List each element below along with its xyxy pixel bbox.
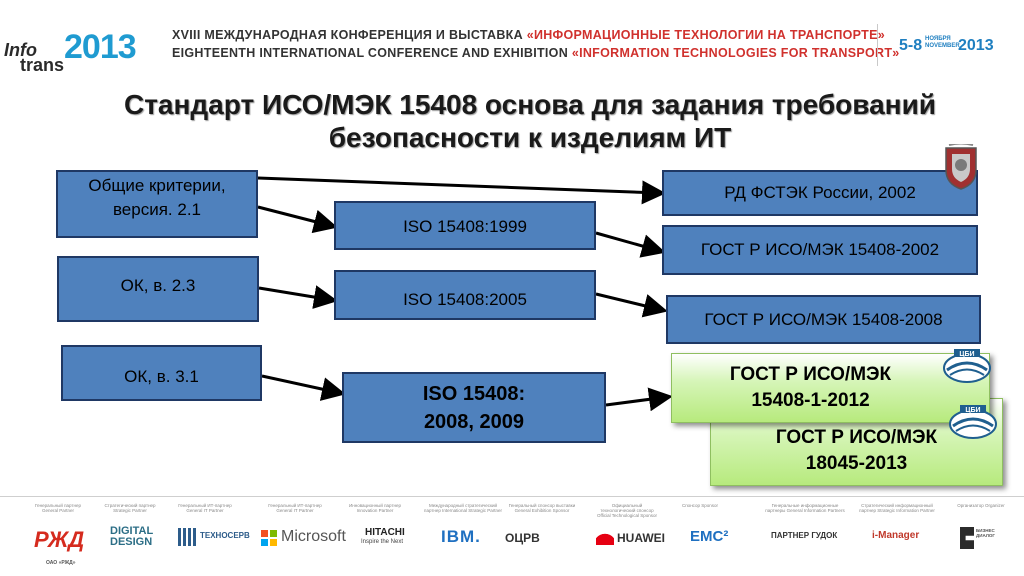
box-gost-18045-line1: ГОСТ Р ИСО/МЭК [775,427,938,448]
sponsor-technoserv-logo: ТЕХНОСЕРВ [200,531,250,540]
date-month: НОЯБРЯ NOVEMBER [925,36,960,50]
box-gost-2012-line2: 15408-1-2012 [751,390,870,411]
box-iso-2008-line2: 2008, 2009 [423,410,525,433]
box-iso-2008-line1: ISO 15408: [422,382,526,405]
cbi-emblem-icon-2: ЦБИ [949,405,997,439]
box-ok-31-label: ОК, в. 3.1 [124,367,199,386]
header-title-ru-accent: «ИНФОРМАЦИОННЫЕ ТЕХНОЛОГИИ НА ТРАНСПОРТЕ… [526,28,885,42]
header-title-ru-main: XVIII МЕЖДУНАРОДНАЯ КОНФЕРЕНЦИЯ И ВЫСТАВ… [172,28,527,42]
header-title-en-main: EIGHTEENTH INTERNATIONAL CONFERENCE AND … [172,46,572,60]
slide-title-line2: безопасности к изделиям ИТ [328,122,732,153]
box-gost-2012-line1: ГОСТ Р ИСО/МЭК [729,364,892,385]
sponsor-caption-ibm: Международный стратегический партнер Int… [424,503,502,513]
sponsor-caption-digital-design: Стратегический партнер Strategic Partner [104,503,156,513]
sponsor-caption-huawei: Официальный технологический спонсор Offi… [596,503,658,518]
cbi-emblem-label: ЦБИ [959,351,974,358]
huawei-icon [596,529,614,545]
arrow-ok31-to-iso2008 [261,374,346,401]
sponsor-gudok-logo: ПАРТНЕР ГУДОК [771,531,838,540]
box-gost-2002-label: ГОСТ Р ИСО/МЭК 15408-2002 [700,240,940,259]
box-rd-fstek: РД ФСТЭК России, 2002 [662,170,978,216]
sponsor-caption-rzd: Генеральный партнер General Partner [35,503,81,513]
arrow-iso2005-to-gost2008 [595,292,668,318]
sponsor-microsoft-logo: Microsoft [281,528,346,545]
arrow-cc-to-rd [257,176,666,205]
logo-trans-text: trans [20,55,65,75]
cbi-emblem-label-2: ЦБИ [965,407,980,414]
logo-info-text: Info [4,40,37,60]
sponsor-ocrv-logo: ОЦРВ [505,531,540,545]
box-gost-2008-label: ГОСТ Р ИСО/МЭК 15408-2008 [704,309,943,329]
microsoft-icon [261,530,277,546]
date-month-ru: НОЯБРЯ [925,36,951,42]
slide-title-line1: Стандарт ИСО/МЭК 15408 основа для задани… [123,89,937,120]
sponsor-caption-technoserv: Генеральный ИТ-партнер General IT Partne… [178,503,232,513]
box-gost-2012: ГОСТ Р ИСО/МЭК 15408-1-2012 [671,353,990,423]
box-iso-2008: ISO 15408: 2008, 2009 [342,372,606,443]
date-days: 5-8 [899,37,923,54]
box-iso-1999-label: ISO 15408:1999 [403,217,527,236]
sponsor-emc-logo: EMC² [690,528,729,545]
date-month-en: NOVEMBER [925,43,960,49]
sponsor-rzd-logo: РЖД [34,527,85,552]
sponsor-imanager-logo: i-Manager [872,530,920,541]
box-common-criteria: Общие критерии, версия. 2.1 [56,170,258,238]
arrow-ok23-to-iso2005 [258,285,338,309]
logo-year-text: 2013 [64,28,137,66]
sponsor-caption-imanager: Стратегический информационный партнер St… [859,503,935,513]
sponsor-hitachi-logo: HITACHI [365,527,405,538]
arrow-cc-to-iso1999 [257,205,338,234]
box-iso-1999: ISO 15408:1999 [334,201,596,250]
box-gost-18045-line2: 18045-2013 [805,453,908,474]
sponsor-hitachi-sub: Inspire the Next [361,539,404,545]
box-iso-2005: ISO 15408:2005 [334,270,596,320]
fstek-emblem-icon [945,144,977,190]
sponsor-caption-organizer: Организатор Organizer [957,503,1005,508]
slide-title: Стандарт ИСО/МЭК 15408 основа для задани… [60,88,1000,154]
sponsor-caption-hitachi: Инновационный партнер Innovation Partner [348,503,401,513]
header-title-en: EIGHTEENTH INTERNATIONAL CONFERENCE AND … [172,46,900,60]
cbi-emblem-icon: ЦБИ [943,349,991,383]
box-iso-2005-label: ISO 15408:2005 [403,290,527,309]
header-title-en-accent: «INFORMATION TECHNOLOGIES FOR TRANSPORT» [571,46,900,60]
box-gost-2002: ГОСТ Р ИСО/МЭК 15408-2002 [662,225,978,275]
box-ok-31: ОК, в. 3.1 [61,345,262,401]
sponsor-digital-design-logo: DIGITAL DESIGN [110,525,153,548]
box-ok-23: ОК, в. 2.3 [57,256,259,322]
box-gost-2008: ГОСТ Р ИСО/МЭК 15408-2008 [666,295,981,344]
sponsor-caption-gudok: Генеральные информационные партнеры Gene… [765,503,845,513]
box-common-criteria-line1: Общие критерии, [88,176,226,195]
sponsor-caption-ocrv: Генеральный спонсор выставки General Exh… [508,503,576,513]
date-year: 2013 [958,37,994,54]
footer-divider [0,496,1024,497]
sponsor-rzd-sub: ОАО «РЖД» [46,560,76,566]
header-divider [877,24,878,66]
sponsor-huawei-logo: HUAWEI [617,531,665,545]
sponsor-ibm-logo: IBM. [441,527,481,546]
sponsor-business-dialog-logo: БИЗНЕС ДИАЛОГ [976,528,995,538]
sponsor-caption-microsoft: Генеральный ИТ-партнер General IT Partne… [268,503,322,513]
box-rd-fstek-label: РД ФСТЭК России, 2002 [724,183,916,202]
arrow-iso2008-to-gost2012 [605,387,673,412]
technoserv-icon [178,528,196,546]
box-ok-23-label: ОК, в. 2.3 [120,276,196,295]
header-title-ru: XVIII МЕЖДУНАРОДНАЯ КОНФЕРЕНЦИЯ И ВЫСТАВ… [172,28,885,42]
box-common-criteria-line2: версия. 2.1 [112,200,201,219]
arrow-iso1999-to-gost2002 [595,231,666,258]
sponsor-caption-emc: Спонсор Sponsor [682,503,718,508]
